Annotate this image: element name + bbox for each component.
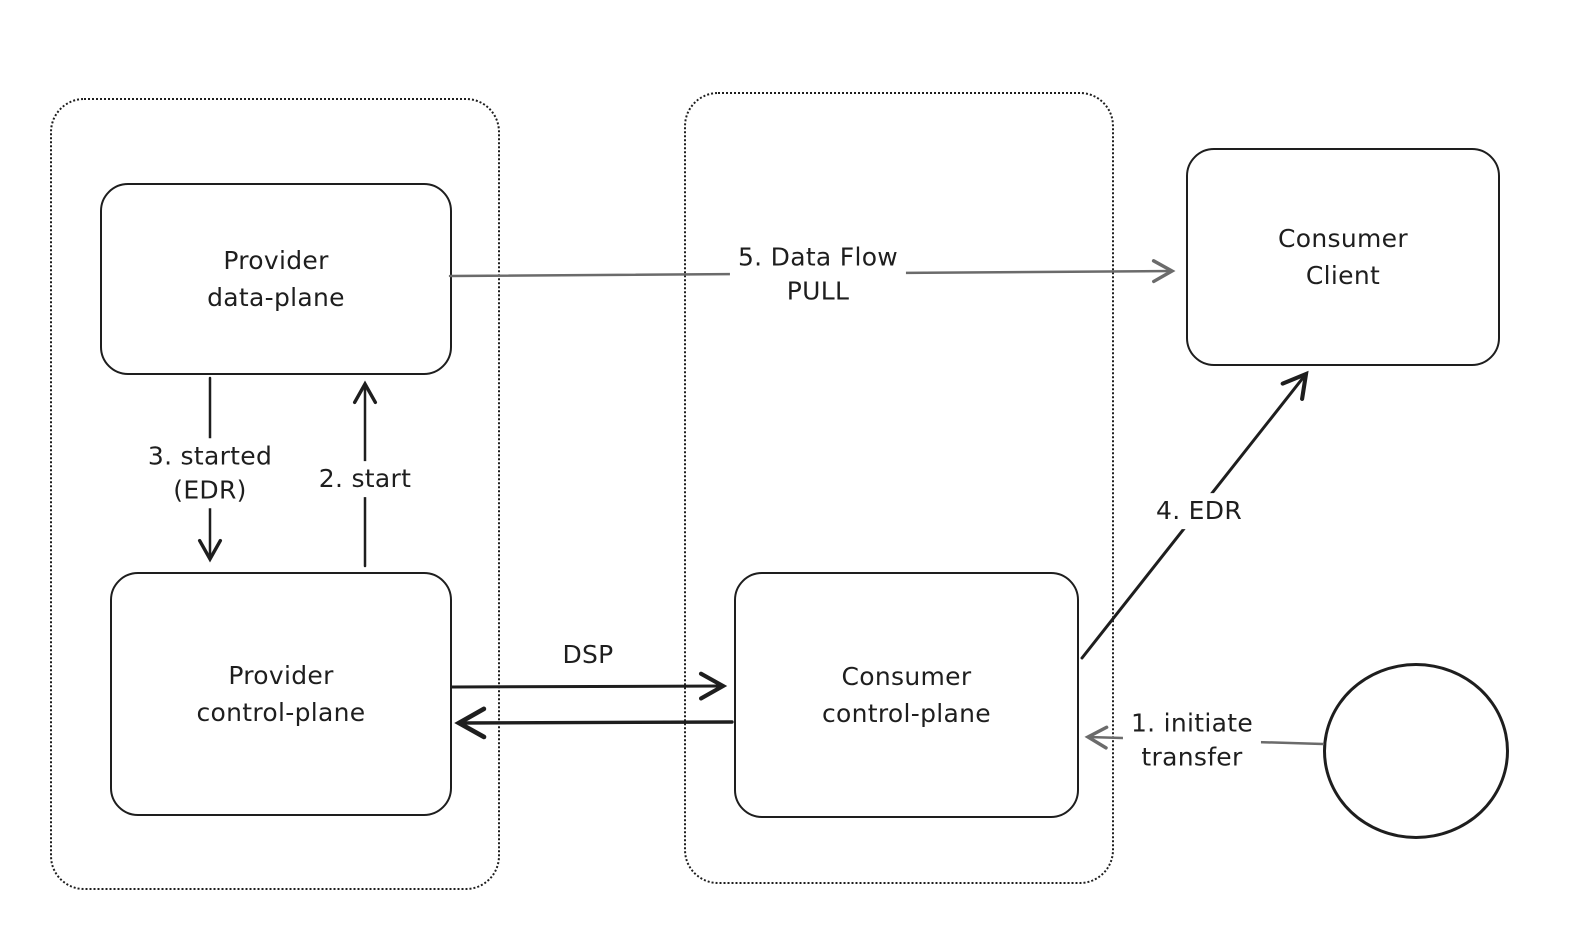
consumer-control-plane-node: Consumer control-plane xyxy=(734,572,1079,818)
edge-initiate-transfer-label: 1. initiate transfer xyxy=(1122,705,1262,775)
edge-dsp-label: DSP xyxy=(554,637,622,673)
consumer-zone-container xyxy=(684,92,1114,884)
consumer-control-plane-label: Consumer control-plane xyxy=(822,661,991,729)
initiator-circle xyxy=(1323,663,1509,839)
provider-zone-container xyxy=(50,98,500,890)
edge-start-label: 2. start xyxy=(310,461,420,497)
provider-control-plane-node: Provider control-plane xyxy=(110,572,452,816)
edge-dsp-right-line xyxy=(450,671,728,701)
provider-data-plane-label: Provider data-plane xyxy=(207,245,345,313)
edge-data-flow-label: 5. Data Flow PULL xyxy=(729,239,907,309)
edge-edr-label: 4. EDR xyxy=(1147,493,1251,529)
consumer-client-label: Consumer Client xyxy=(1278,223,1408,291)
provider-data-plane-node: Provider data-plane xyxy=(100,183,452,375)
edge-dsp-left-line xyxy=(454,706,734,740)
edge-started-edr-label: 3. started (EDR) xyxy=(139,438,281,508)
provider-control-plane-label: Provider control-plane xyxy=(196,660,366,728)
consumer-client-node: Consumer Client xyxy=(1186,148,1500,366)
